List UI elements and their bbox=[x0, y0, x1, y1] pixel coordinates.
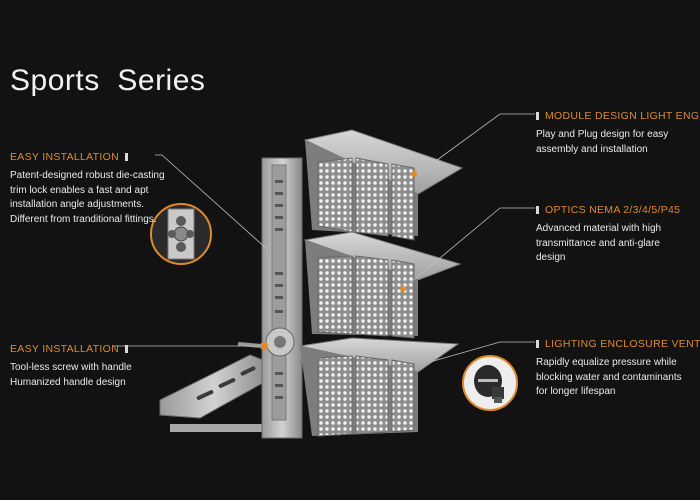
body-line: Play and Plug design for easy bbox=[536, 129, 669, 140]
callout-heading: LIGHTING ENCLOSURE VENTS bbox=[536, 338, 700, 350]
body-line: blocking water and contaminants bbox=[536, 371, 682, 383]
body-line: installation angle adjustments. bbox=[10, 199, 144, 210]
body-line: Rapidly equalize pressure while bbox=[536, 357, 677, 368]
callout-easy-installation-bottom: EASY INSTALLATION Tool-less screw with h… bbox=[10, 343, 132, 390]
body-line: trim lock enables a fast and apt bbox=[10, 184, 149, 196]
callout-body: Rapidly equalize pressure while blocking… bbox=[536, 356, 700, 400]
lock-detail-icon bbox=[150, 203, 212, 265]
light-module-middle bbox=[303, 231, 462, 339]
heading-text: OPTICS NEMA 2/3/4/5/P45 bbox=[545, 204, 681, 216]
heading-marker-icon bbox=[124, 345, 128, 353]
body-line: assembly and installation bbox=[536, 143, 648, 155]
heading-marker-icon bbox=[536, 206, 539, 214]
body-line: Advanced material with high bbox=[536, 223, 662, 234]
callout-enclosure-vents: LIGHTING ENCLOSURE VENTS Rapidly equaliz… bbox=[536, 338, 700, 400]
callout-body: Patent-designed robust die-casting trim … bbox=[10, 169, 165, 227]
heading-marker-icon bbox=[124, 153, 128, 161]
body-line: Patent-designed robust die-casting bbox=[10, 170, 165, 181]
callout-body: Tool-less screw with handle Humanized ha… bbox=[10, 361, 132, 390]
light-module-bottom bbox=[299, 337, 460, 437]
mounting-spine bbox=[237, 157, 303, 439]
callout-heading: OPTICS NEMA 2/3/4/5/P45 bbox=[536, 204, 680, 216]
body-line: transmittance and anti-glare bbox=[536, 237, 660, 249]
heading-marker-icon bbox=[536, 112, 539, 120]
body-line: Tool-less screw with handle bbox=[10, 362, 132, 373]
heading-text: MODULE DESIGN LIGHT ENGINE bbox=[545, 110, 700, 122]
callout-body: Advanced material with high transmittanc… bbox=[536, 222, 680, 266]
callout-easy-installation-top: EASY INSTALLATION Patent-designed robust… bbox=[10, 151, 165, 227]
light-module-top bbox=[303, 129, 464, 241]
callout-heading: MODULE DESIGN LIGHT ENGINE bbox=[536, 110, 700, 122]
callout-heading: EASY INSTALLATION bbox=[10, 343, 132, 355]
heading-text: EASY INSTALLATION bbox=[10, 151, 119, 163]
callout-optics: OPTICS NEMA 2/3/4/5/P45 Advanced materia… bbox=[536, 204, 680, 266]
callout-body: Play and Plug design for easy assembly a… bbox=[536, 128, 700, 157]
leader-lines bbox=[114, 113, 535, 363]
callout-heading: EASY INSTALLATION bbox=[10, 151, 165, 163]
body-line: design bbox=[536, 252, 566, 263]
body-line: for longer lifespan bbox=[536, 386, 616, 397]
heading-text: EASY INSTALLATION bbox=[10, 343, 119, 355]
heading-text: LIGHTING ENCLOSURE VENTS bbox=[545, 338, 700, 350]
vent-screw-icon bbox=[462, 355, 518, 411]
callout-module-design: MODULE DESIGN LIGHT ENGINE Play and Plug… bbox=[536, 110, 700, 157]
body-line: Different from tranditional fittings. bbox=[10, 213, 157, 225]
page-title: Sports Series bbox=[10, 64, 206, 97]
heading-marker-icon bbox=[536, 340, 539, 348]
body-line: Humanized handle design bbox=[10, 376, 126, 388]
